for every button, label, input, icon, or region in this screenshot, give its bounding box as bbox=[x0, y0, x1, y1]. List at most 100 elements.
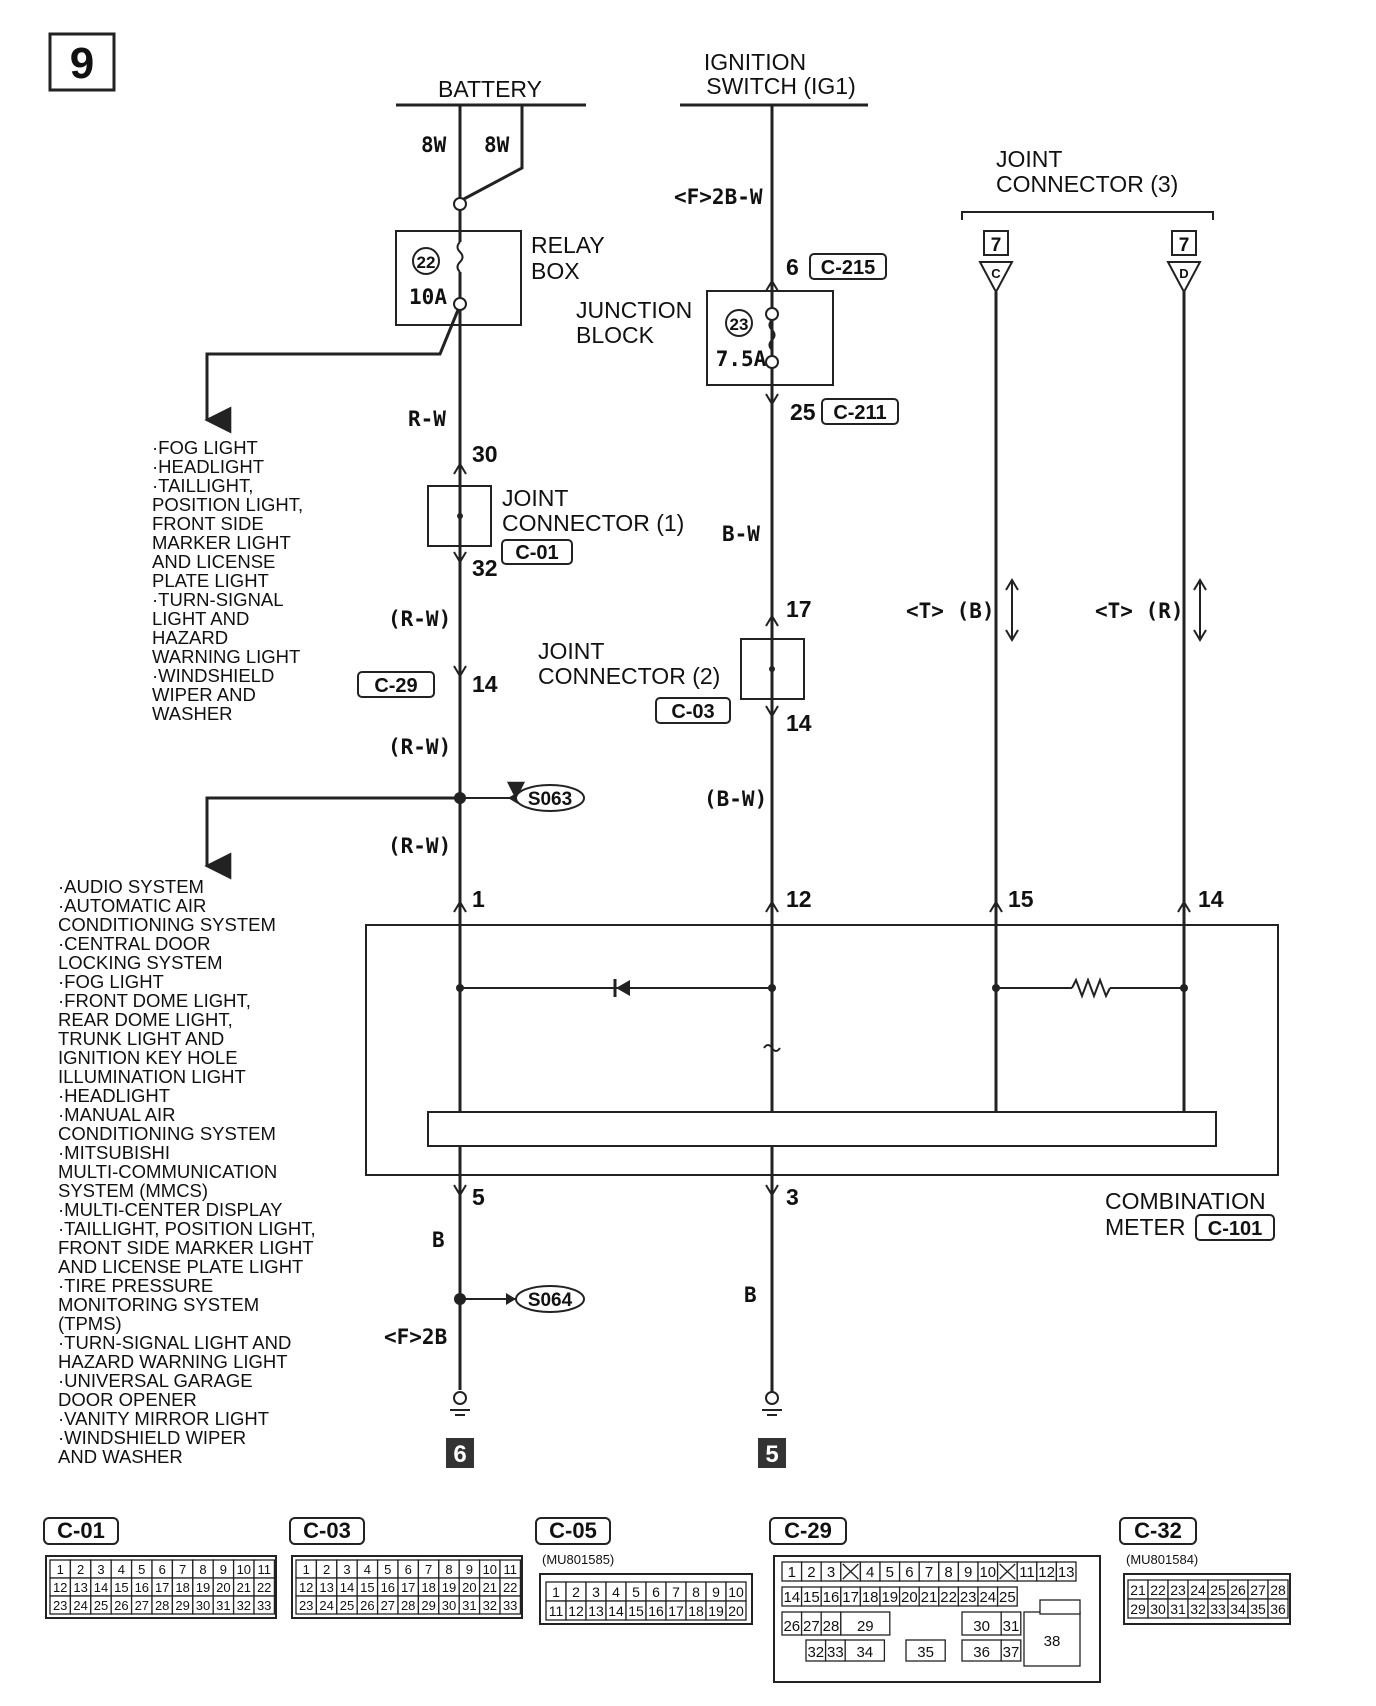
legend-c29-label: C-29 bbox=[784, 1518, 832, 1543]
joint3-right-letter: D bbox=[1179, 266, 1188, 281]
legend-c03-pin: 9 bbox=[466, 1562, 473, 1577]
legend-c03-pin: 16 bbox=[381, 1580, 395, 1595]
legend-c03-pin: 11 bbox=[503, 1562, 517, 1577]
branch-top-list bbox=[204, 309, 460, 434]
legend-c03-pin: 29 bbox=[421, 1598, 435, 1613]
legend-c01-pin: 11 bbox=[257, 1562, 271, 1577]
relay-fuse-rating: 10A bbox=[409, 285, 447, 309]
left-main-wire: R-W 30 32 JOINT CONNECTOR (1) C-01 (R-W)… bbox=[204, 310, 684, 1390]
legend-c01-pin: 24 bbox=[73, 1598, 87, 1613]
legend-c29-pin: 27 bbox=[803, 1618, 820, 1635]
ground-left: 5 B S064 <F>2B 6 bbox=[384, 1184, 585, 1468]
legend-c29-pin: 31 bbox=[1003, 1618, 1020, 1635]
legend-c05-pin: 14 bbox=[608, 1603, 624, 1619]
legend-c29-pin: 37 bbox=[1003, 1644, 1020, 1661]
legend-c03-pin: 25 bbox=[340, 1598, 354, 1613]
legend-c32-pin: 24 bbox=[1190, 1582, 1206, 1598]
bottom-list-1: ·AUTOMATIC AIR bbox=[58, 895, 206, 916]
legend-c32-pin: 27 bbox=[1250, 1582, 1266, 1598]
bottom-list-10: ILLUMINATION LIGHT bbox=[58, 1066, 246, 1087]
legend-c29-pin: 18 bbox=[862, 1589, 879, 1606]
legend-c03-label: C-03 bbox=[303, 1518, 351, 1543]
legend-c32-pin: 33 bbox=[1210, 1601, 1226, 1617]
jb-label-1: JUNCTION bbox=[576, 297, 692, 323]
legend-c01-pin: 22 bbox=[257, 1580, 271, 1595]
legend-c01-pin: 27 bbox=[135, 1598, 149, 1613]
legend-c01-pin: 16 bbox=[135, 1580, 149, 1595]
joint3-label-2: CONNECTOR (3) bbox=[996, 171, 1178, 197]
legend-c01-pin: 33 bbox=[257, 1598, 271, 1613]
legend-c29-pin: 2 bbox=[807, 1564, 815, 1581]
bottom-list-3: ·CENTRAL DOOR bbox=[58, 933, 210, 954]
legend-c32-pin: 32 bbox=[1190, 1601, 1206, 1617]
ignition-label-1: IGNITION bbox=[704, 49, 806, 75]
legend-c29-pin: 26 bbox=[783, 1618, 800, 1635]
legend-c01-pin: 10 bbox=[237, 1562, 251, 1577]
legend-c05-pin: 12 bbox=[568, 1603, 584, 1619]
joint-connector-2: B-W 17 14 JOINT CONNECTOR (2) C-03 (B-W)… bbox=[538, 522, 812, 913]
legend-c05-part: (MU801585) bbox=[542, 1552, 614, 1567]
legend-c01-pin: 32 bbox=[237, 1598, 251, 1613]
legend-c29-pin: 28 bbox=[823, 1618, 840, 1635]
bottom-list-14: ·MITSUBISHI bbox=[58, 1142, 170, 1163]
legend-c32-label: C-32 bbox=[1134, 1518, 1182, 1543]
bottom-list-11: ·HEADLIGHT bbox=[58, 1085, 170, 1106]
c215-connector: C-215 bbox=[821, 257, 875, 279]
wire-rw-4: (R-W) bbox=[388, 834, 451, 858]
legend-c29-pin: 32 bbox=[807, 1644, 824, 1661]
bottom-list-25: HAZARD WARNING LIGHT bbox=[58, 1351, 288, 1372]
meter-pin-5: 5 bbox=[472, 1184, 485, 1210]
ground-right-number: 5 bbox=[765, 1441, 778, 1468]
legend-c29-pin: 3 bbox=[827, 1564, 835, 1581]
bottom-list-8: TRUNK LIGHT AND bbox=[58, 1028, 224, 1049]
top-list-1: ·HEADLIGHT bbox=[152, 456, 264, 477]
joint1-label-2: CONNECTOR (1) bbox=[502, 510, 684, 536]
legend-c05-pin: 1 bbox=[552, 1584, 560, 1600]
legend-c03-pin: 13 bbox=[319, 1580, 333, 1595]
legend-c03-pin: 20 bbox=[462, 1580, 476, 1595]
jb-label-2: BLOCK bbox=[576, 322, 655, 348]
legend-c03-pin: 7 bbox=[425, 1562, 432, 1577]
wire-8w-right: 8W bbox=[484, 133, 510, 157]
legend-c32-pin: 36 bbox=[1270, 1601, 1286, 1617]
legend-c29-pin: 8 bbox=[944, 1564, 952, 1581]
legend-c01-pin: 12 bbox=[53, 1580, 67, 1595]
legend-c05-pin: 5 bbox=[632, 1584, 640, 1600]
joint2-pin-in: 17 bbox=[786, 596, 812, 622]
c211-connector: C-211 bbox=[833, 402, 886, 424]
legend-c01-label: C-01 bbox=[57, 1518, 105, 1543]
meter-label-2: METER bbox=[1105, 1214, 1186, 1240]
bottom-list-17: ·MULTI-CENTER DISPLAY bbox=[58, 1199, 282, 1220]
legend-c29-pin: 19 bbox=[881, 1589, 898, 1606]
legend-c29-pin: 23 bbox=[960, 1589, 977, 1606]
legend-c03-pin: 8 bbox=[445, 1562, 452, 1577]
legend-c29-pin: 34 bbox=[856, 1644, 873, 1661]
jb-fuse-number: 23 bbox=[730, 315, 749, 334]
page-number: 9 bbox=[70, 39, 94, 88]
resistor-icon bbox=[1071, 977, 1111, 999]
legend-c05-label: C-05 bbox=[549, 1518, 597, 1543]
legend-c03-pin: 15 bbox=[360, 1580, 374, 1595]
legend-c01-pin: 15 bbox=[114, 1580, 128, 1595]
legend-c32-pin: 23 bbox=[1170, 1582, 1186, 1598]
bottom-list-19: FRONT SIDE MARKER LIGHT bbox=[58, 1237, 314, 1258]
legend-c05-pin: 7 bbox=[672, 1584, 680, 1600]
legend-c32-part: (MU801584) bbox=[1126, 1552, 1198, 1567]
legend-c01-pin: 4 bbox=[118, 1562, 125, 1577]
legend-c05-pin: 18 bbox=[688, 1603, 704, 1619]
legend-c29-pin: 14 bbox=[783, 1589, 800, 1606]
legend-c29-pin: 12 bbox=[1038, 1564, 1055, 1581]
ground-right-marker bbox=[758, 1438, 786, 1468]
legend-c01-pin: 17 bbox=[155, 1580, 169, 1595]
legend-c29-pin: 36 bbox=[973, 1644, 990, 1661]
legend-c29-pin: 21 bbox=[921, 1589, 938, 1606]
legend-c01-pin: 20 bbox=[216, 1580, 230, 1595]
legend-c03-pin: 31 bbox=[462, 1598, 476, 1613]
joint3-label-1: JOINT bbox=[996, 146, 1062, 172]
joint1-label-1: JOINT bbox=[502, 485, 568, 511]
legend-c05-pin: 19 bbox=[708, 1603, 724, 1619]
legend-c32-pin: 30 bbox=[1150, 1601, 1166, 1617]
relay-box-label-2: BOX bbox=[531, 258, 580, 284]
legend-c29-pin: 11 bbox=[1019, 1564, 1035, 1581]
